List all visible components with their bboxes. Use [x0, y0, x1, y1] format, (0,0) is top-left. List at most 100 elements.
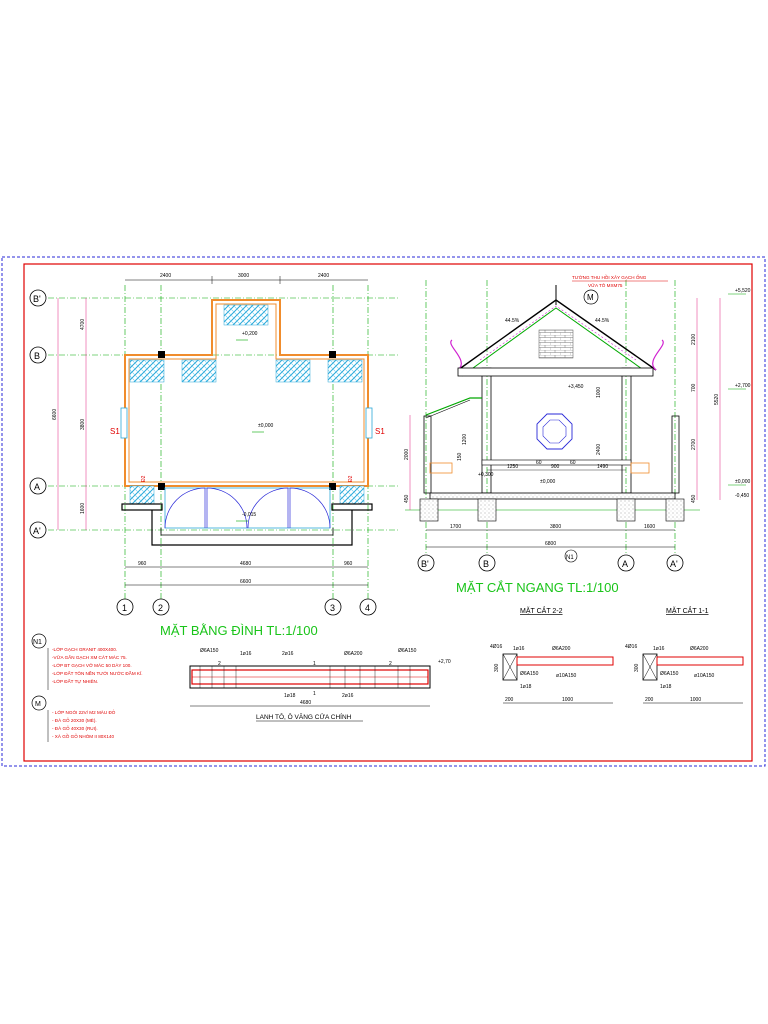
- d2-label-4: Ø6A150: [520, 671, 539, 677]
- plan-bottom-dim-2: 4680: [240, 561, 251, 567]
- door-label-left: Đ2: [141, 475, 147, 482]
- sec-mid-dim-5: 1490: [597, 464, 608, 470]
- svg-text:3: 3: [330, 603, 335, 613]
- axis-bubble-4: 4: [359, 598, 377, 616]
- plan-top-dim-3: 2400: [318, 273, 329, 279]
- legend-n1-label: N1: [33, 639, 42, 646]
- svg-text:A: A: [34, 482, 40, 492]
- sec-axis-b: B: [478, 554, 496, 572]
- slope-left: 44.5%: [505, 318, 520, 324]
- sec-inner-dim-2: 150: [457, 452, 463, 461]
- d1-label-1: 4Ø16: [625, 644, 637, 650]
- plan-left-dim-a: 4700: [80, 319, 86, 330]
- sec-bottom-total: 6800: [545, 541, 556, 547]
- sec-mid-dim-1: 1250: [507, 464, 518, 470]
- sec-inner-dim-4: 1000: [596, 387, 602, 398]
- sec-axis-b-prime: B': [417, 554, 435, 572]
- plan-left-dim-b: 3800: [80, 419, 86, 430]
- sec-elev-2: +2,700: [735, 383, 751, 389]
- svg-text:4: 4: [365, 603, 370, 613]
- lintel-label-4: Ø6A200: [344, 651, 363, 657]
- svg-text:2: 2: [158, 603, 163, 613]
- lintel-span: 4680: [300, 700, 311, 706]
- plan-left-dim-total: 6600: [52, 409, 58, 420]
- sec-elev-4: -0,450: [735, 493, 749, 499]
- legend-m-label: M: [35, 701, 41, 708]
- sec-mid-dim-4: 60: [570, 460, 576, 466]
- d1-dim-3: 300: [634, 663, 640, 672]
- sec-mid-dim-2: 60: [536, 460, 542, 466]
- d1-label-2: 1ø16: [653, 646, 665, 652]
- d1-label-5: ø10A150: [694, 673, 715, 679]
- d2-dim-3: 300: [494, 663, 500, 672]
- plan-left-dim-c: 1600: [80, 503, 86, 514]
- lintel-label-1: Ø6A150: [200, 648, 219, 654]
- d2-dim-1: 200: [505, 697, 514, 703]
- legend-m-item-2: - ĐÀ GỖ 20X30 (MÈ).: [52, 717, 97, 723]
- sec-right-dim-1: 2100: [691, 334, 697, 345]
- lintel-label-3: 2ø16: [282, 651, 294, 657]
- d1-dim-2: 1000: [690, 697, 701, 703]
- sec-left-dim-1: 2000: [404, 449, 410, 460]
- svg-text:A': A': [670, 559, 678, 569]
- axis-bubble-3: 3: [324, 598, 342, 616]
- svg-text:B': B': [33, 294, 41, 304]
- lintel-mark-4: 2: [389, 661, 392, 667]
- sec-right-dim-2: 700: [691, 383, 697, 392]
- note-mortar: VỮA TÔ MXM75: [588, 282, 623, 288]
- plan-top-dim-1: 2400: [160, 273, 171, 279]
- d2-label-6: 1ø18: [520, 684, 532, 690]
- d1-label-6: 1ø18: [660, 684, 672, 690]
- d2-label-3: Ø6A200: [552, 646, 571, 652]
- section-1-title: MẶT CẮT 1-1: [666, 606, 709, 615]
- section-2-title: MẶT CẮT 2-2: [520, 606, 563, 615]
- sec-inner-dim-3: 2400: [596, 444, 602, 455]
- drawing-border: [23, 263, 753, 762]
- material-legend: N1 -LỚP GẠCH GRANIT 400X400. -VỮA GẮN GẠ…: [31, 633, 143, 742]
- plan-elev-top: +0,200: [242, 331, 258, 337]
- svg-text:N1: N1: [566, 555, 574, 561]
- marker-n1: N1: [564, 549, 578, 563]
- sec-mid-dim-3: 900: [551, 464, 560, 470]
- axis-bubble-1: 1: [116, 598, 134, 616]
- d2-label-1: 4Ø16: [490, 644, 502, 650]
- window-label-left: S1: [110, 427, 120, 436]
- lintel-detail: Ø6A150 1ø16 2ø16 Ø6A200 Ø6A150 1ø18 2ø16…: [189, 648, 451, 722]
- lintel-label-2: 1ø16: [240, 651, 252, 657]
- sec-right-dim-3: 2700: [691, 439, 697, 450]
- lintel-bottom-2: 2ø16: [342, 693, 354, 699]
- lintel-mark-3: 1: [313, 691, 316, 697]
- axis-bubble-2: 2: [152, 598, 170, 616]
- sec-bottom-dim-2: 3800: [550, 524, 561, 530]
- cross-section: 44.5% 44.5% TƯỜNG THU HỒI XÂY GẠCH ỐNG V…: [404, 274, 751, 595]
- d2-label-2: 1ø16: [513, 646, 525, 652]
- sec-bottom-dim-3: 1600: [644, 524, 655, 530]
- svg-text:A': A': [33, 526, 41, 536]
- legend-n1-item-4: -LỚP ĐẤT TÔN NỀN TƯỚI NƯỚC ĐẦM KĨ.: [52, 670, 143, 676]
- legend-n1-item-5: -LỚP ĐẤT TỰ NHIÊN.: [52, 677, 98, 684]
- plan-bottom-dim-1: 960: [138, 561, 147, 567]
- section-title: MẶT CẮT NGANG TL:1/100: [456, 580, 619, 595]
- floor-plan: 2400 3000 2400 6600 4700 3800 1600 S1 S1…: [29, 273, 400, 638]
- lintel-mark-2: 1: [313, 661, 316, 667]
- note-wall: TƯỜNG THU HỒI XÂY GẠCH ỐNG: [572, 274, 647, 280]
- svg-text:B': B': [421, 559, 429, 569]
- sec-right-dim-5: 5520: [714, 394, 720, 405]
- lintel-elev: +2,70: [438, 659, 451, 665]
- window-label-right: S1: [375, 427, 385, 436]
- svg-text:B: B: [34, 351, 40, 361]
- plan-top-dim-2: 3000: [238, 273, 249, 279]
- sec-elev-3: ±0,000: [735, 479, 750, 485]
- d1-dim-1: 200: [645, 697, 654, 703]
- plan-elev-mid: ±0,000: [258, 423, 273, 429]
- lintel-mark-1: 2: [218, 661, 221, 667]
- sec-inner-elev-1: +3,450: [568, 384, 584, 390]
- d1-label-4: Ø6A150: [660, 671, 679, 677]
- sec-inner-dim-1: 1200: [462, 434, 468, 445]
- sec-elev-1: +5,520: [735, 288, 751, 294]
- plan-bottom-dim-3: 960: [344, 561, 353, 567]
- legend-m-item-3: - ĐÀ GỖ 40X30 (RUI).: [52, 725, 98, 731]
- sec-inner-elev-3: ±0,000: [540, 479, 555, 485]
- plan-bottom-total: 6600: [240, 579, 251, 585]
